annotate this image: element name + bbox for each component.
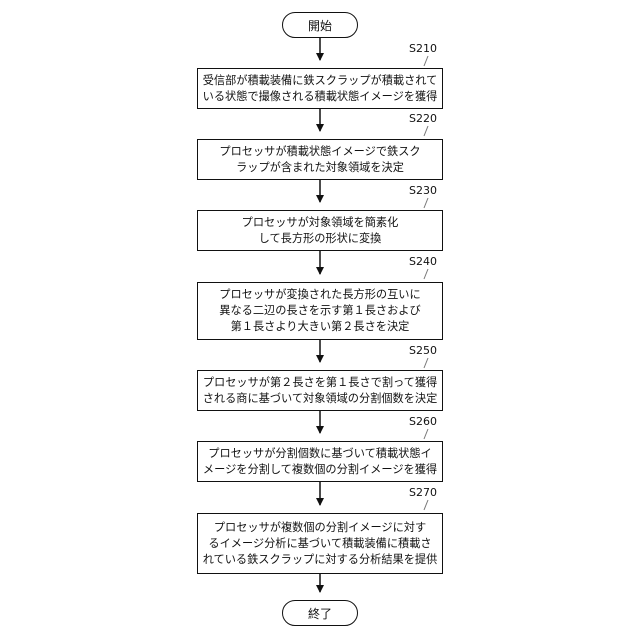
step-id-s210: S210 xyxy=(409,42,459,55)
step-id-s230: S230 xyxy=(409,184,459,197)
process-box-s240: プロセッサが変換された長方形の互いに異なる二辺の長さを示す第１長さおよび第１長さ… xyxy=(197,282,443,340)
step-leader-2 xyxy=(424,126,428,136)
process-text-line: れている鉄スクラップに対する分析結果を提供 xyxy=(203,552,438,568)
end-terminal: 終了 xyxy=(282,600,358,626)
step-leader-1 xyxy=(424,56,428,66)
process-text-line: いる状態で撮像される積載状態イメージを獲得 xyxy=(203,89,438,105)
process-box-s270: プロセッサが複数個の分割イメージに対するイメージ分析に基づいて積載装備に積載され… xyxy=(197,513,443,574)
process-text-line: メージを分割して複数個の分割イメージを獲得 xyxy=(203,462,437,478)
process-text-line: して長方形の形状に変換 xyxy=(242,231,399,247)
process-text-line: プロセッサが変換された長方形の互いに xyxy=(219,287,420,303)
process-text-line: 第１長さより大きい第２長さを決定 xyxy=(219,319,420,335)
process-box-s220: プロセッサが積載状態イメージで鉄スクラップが含まれた対象領域を決定 xyxy=(197,139,443,180)
step-id-s220: S220 xyxy=(409,112,459,125)
process-box-s260: プロセッサが分割個数に基づいて積載状態イメージを分割して複数個の分割イメージを獲… xyxy=(197,441,443,482)
step-id-s260: S260 xyxy=(409,415,459,428)
process-text-line: プロセッサが分割個数に基づいて積載状態イ xyxy=(203,446,437,462)
end-label: 終了 xyxy=(308,605,332,622)
process-text-line: るイメージ分析に基づいて積載装備に積載さ xyxy=(203,536,438,552)
step-leader-3 xyxy=(424,198,428,208)
process-text-line: プロセッサが第２長さを第１長さで割って獲得 xyxy=(203,375,438,391)
start-terminal: 開始 xyxy=(282,12,358,38)
process-text-line: プロセッサが積載状態イメージで鉄スク xyxy=(219,144,420,160)
step-leader-5 xyxy=(424,358,428,368)
process-box-s230: プロセッサが対象領域を簡素化して長方形の形状に変換 xyxy=(197,210,443,251)
process-box-s210: 受信部が積載装備に鉄スクラップが積載されている状態で撮像される積載状態イメージを… xyxy=(197,68,443,109)
step-id-s270: S270 xyxy=(409,486,459,499)
step-id-s240: S240 xyxy=(409,255,459,268)
process-box-s250: プロセッサが第２長さを第１長さで割って獲得される商に基づいて対象領域の分割個数を… xyxy=(197,370,443,411)
start-label: 開始 xyxy=(308,17,332,34)
process-text-line: プロセッサが複数個の分割イメージに対す xyxy=(203,520,438,536)
process-text-line: プロセッサが対象領域を簡素化 xyxy=(242,215,399,231)
step-leader-6 xyxy=(424,429,428,439)
step-id-s250: S250 xyxy=(409,344,459,357)
step-leader-4 xyxy=(424,269,428,279)
step-leader-7 xyxy=(424,500,428,510)
process-text-line: 異なる二辺の長さを示す第１長さおよび xyxy=(219,303,420,319)
process-text-line: される商に基づいて対象領域の分割個数を決定 xyxy=(203,391,438,407)
process-text-line: ラップが含まれた対象領域を決定 xyxy=(219,160,420,176)
process-text-line: 受信部が積載装備に鉄スクラップが積載されて xyxy=(203,73,438,89)
